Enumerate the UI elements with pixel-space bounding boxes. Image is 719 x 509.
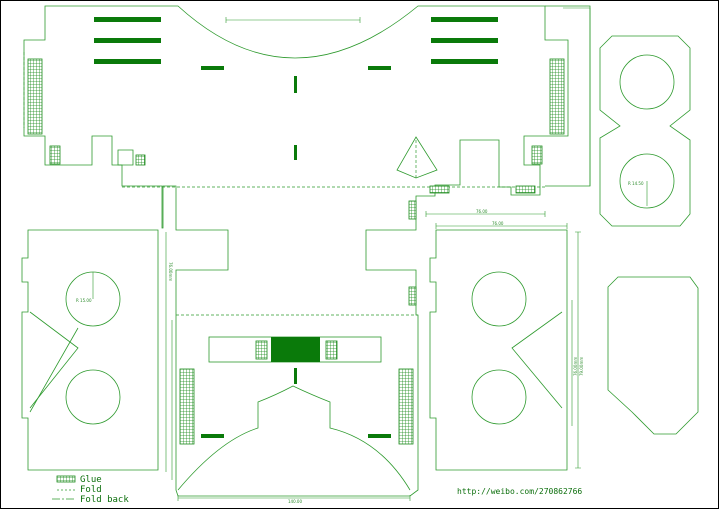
slot-left-upper xyxy=(201,66,224,70)
bottom-width-label: 140.00 xyxy=(288,499,302,504)
slot-right-lower xyxy=(368,434,391,438)
glue-top-left xyxy=(27,58,43,135)
left-small-tab xyxy=(117,149,134,166)
dim-line-bottom xyxy=(177,495,411,501)
legend-fold-back-label: Fold back xyxy=(80,495,129,505)
right-eye-panel xyxy=(429,229,568,471)
left-eye-notch xyxy=(29,311,79,409)
stripe-top-left-1 xyxy=(94,17,161,22)
glue-bottom-right-2 xyxy=(515,185,536,194)
glue-lens-left xyxy=(255,340,268,360)
main-body-outline xyxy=(23,5,569,497)
glue-tab-left xyxy=(49,145,61,165)
right-eye-top-hole xyxy=(471,271,527,327)
dim-line-right-side xyxy=(575,231,581,469)
top-width-label: 76.00 xyxy=(476,209,488,214)
left-eye-bottom-hole xyxy=(65,369,121,425)
stripe-top-left-3 xyxy=(94,59,161,64)
stripe-top-left-2 xyxy=(94,38,161,43)
left-side-label: 76.00mm xyxy=(168,262,173,281)
legend-glue-label: Glue xyxy=(80,475,102,485)
right-eye-notch xyxy=(511,311,563,409)
glue-bottom-right-1 xyxy=(429,185,450,194)
right-panel-top-hole xyxy=(619,54,675,110)
right-side-label-a: 76.00mm xyxy=(573,357,578,376)
glue-tab-right xyxy=(531,145,543,165)
glue-side-right-2 xyxy=(408,286,417,306)
lens-holder-block xyxy=(271,337,320,362)
glue-small-left xyxy=(135,154,146,166)
stripe-top-right-1 xyxy=(431,17,498,22)
glue-top-right xyxy=(549,58,565,135)
author-url[interactable]: http://weibo.com/270862766 xyxy=(457,487,582,496)
glue-side-right-1 xyxy=(408,200,417,220)
glue-lower-left xyxy=(179,368,195,445)
slot-center-1 xyxy=(294,76,297,93)
glue-lens-right xyxy=(325,340,338,360)
slot-right-upper xyxy=(368,66,391,70)
nose-guard-piece xyxy=(607,276,699,435)
slot-center-2 xyxy=(294,145,297,160)
right-width-label: 76.00 xyxy=(492,221,504,226)
dim-line-mid-right xyxy=(425,211,546,217)
dim-line-top-right xyxy=(563,7,591,186)
right-eye-bottom-hole xyxy=(471,369,527,425)
dim-line-top xyxy=(225,17,361,23)
bottom-arch xyxy=(177,385,411,491)
right-lens-panel xyxy=(599,35,691,227)
glue-lower-right xyxy=(398,368,414,445)
stripe-top-right-2 xyxy=(431,38,498,43)
stripe-top-right-3 xyxy=(431,59,498,64)
legend-fold-label: Fold xyxy=(80,485,102,495)
slot-left-lower xyxy=(201,434,224,438)
slot-center-3 xyxy=(294,368,297,384)
right-panel-bottom-hole xyxy=(619,153,675,209)
left-eye-radius-label: R 15.00 xyxy=(76,298,92,303)
dim-line-right-eye xyxy=(435,223,568,229)
right-side-label-b: 79.00mm xyxy=(579,357,584,376)
legend-glue-swatch xyxy=(56,475,76,483)
right-panel-radius-label: R 14.50 xyxy=(628,181,644,186)
